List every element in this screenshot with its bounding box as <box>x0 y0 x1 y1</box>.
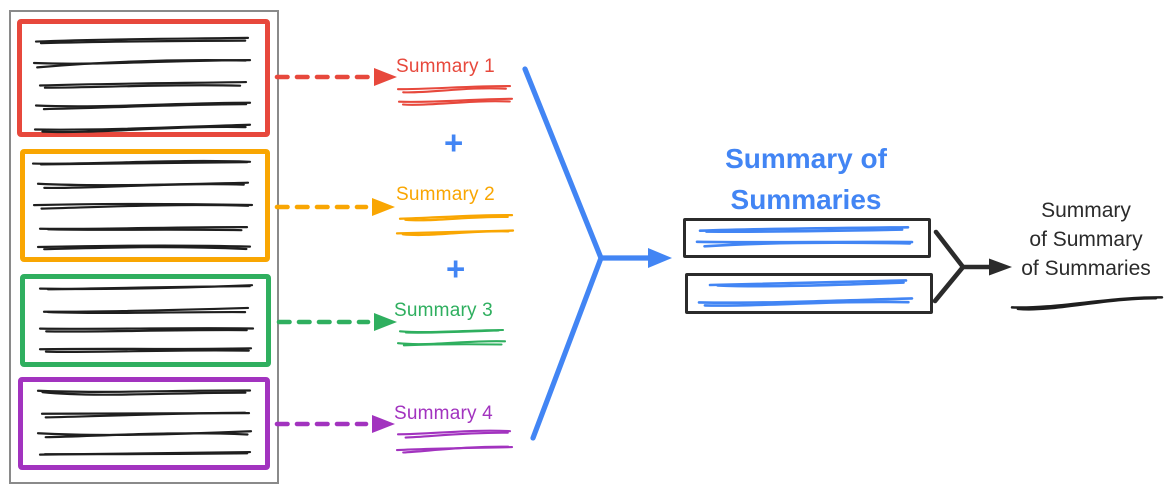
final-line-1: Summary <box>1041 199 1131 222</box>
dashed-arrow-green <box>276 313 397 331</box>
dashed-arrow-orange <box>274 198 395 216</box>
plus-separator-1: + <box>444 124 464 161</box>
summary-4-label: Summary 4 <box>394 403 493 424</box>
document-section-4 <box>18 377 270 470</box>
document-section-1 <box>17 19 270 137</box>
summary-of-summaries-box-2 <box>685 273 933 314</box>
summary-of-summaries-box-1 <box>683 218 931 258</box>
document-section-2 <box>20 149 270 262</box>
title-line-2: Summaries <box>730 184 882 215</box>
final-line-3: of Summaries <box>1021 257 1151 280</box>
merge-arrow-blue <box>522 66 672 441</box>
title-line-1: Summary of <box>725 143 887 174</box>
plus-separator-2: + <box>446 250 466 287</box>
merge-arrow-black <box>932 229 1012 304</box>
final-summary-label: Summary of Summary of Summaries <box>1007 196 1165 283</box>
dashed-arrow-purple <box>274 415 395 433</box>
summary-2-label: Summary 2 <box>396 184 495 205</box>
summary-1-label: Summary 1 <box>396 56 495 77</box>
summary-3-label: Summary 3 <box>394 300 493 321</box>
final-line-2: of Summary <box>1029 228 1143 251</box>
document-section-3 <box>20 274 271 367</box>
dashed-arrow-red <box>274 68 397 86</box>
summary-of-summaries-title: Summary of Summaries <box>678 138 934 220</box>
